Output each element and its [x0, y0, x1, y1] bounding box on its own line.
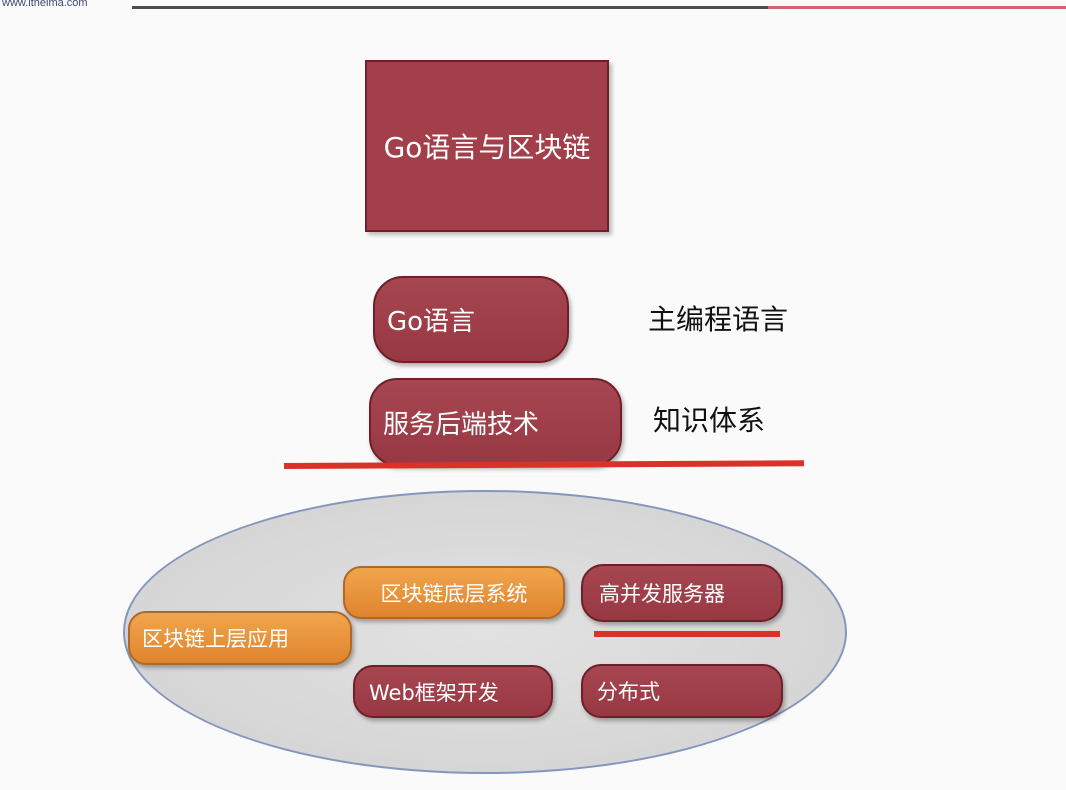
high-concurrency-pill: 高并发服务器 — [581, 564, 783, 622]
title-text: Go语言与区块链 — [383, 131, 591, 164]
blockchain-app-pill: 区块链上层应用 — [128, 611, 352, 665]
red-underline-concurrency — [594, 631, 780, 637]
distributed-pill: 分布式 — [581, 664, 783, 718]
blockchain-base-pill: 区块链底层系统 — [343, 566, 565, 619]
high-concurrency-label: 高并发服务器 — [599, 582, 725, 606]
go-language-label: Go语言 — [387, 307, 476, 337]
header-rule-red — [768, 6, 1066, 9]
distributed-label: 分布式 — [597, 680, 660, 704]
main-language-label: 主编程语言 — [648, 303, 789, 336]
header-rule-dark — [132, 6, 768, 9]
go-language-pill: Go语言 — [373, 276, 569, 363]
backend-tech-pill: 服务后端技术 — [369, 378, 622, 466]
title-box: Go语言与区块链 — [365, 60, 609, 232]
web-framework-pill: Web框架开发 — [353, 665, 553, 718]
knowledge-system-label: 知识体系 — [653, 404, 766, 437]
blockchain-app-label: 区块链上层应用 — [142, 627, 289, 651]
backend-tech-label: 服务后端技术 — [383, 409, 540, 440]
red-underline-main — [283, 460, 805, 469]
web-framework-label: Web框架开发 — [369, 680, 499, 705]
site-url: www.itheima.com — [2, 0, 88, 9]
blockchain-base-label: 区块链底层系统 — [380, 581, 528, 606]
